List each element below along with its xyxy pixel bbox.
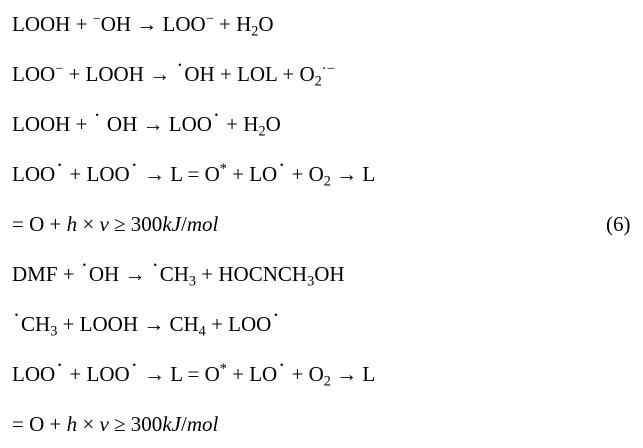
equation-term: v — [99, 412, 109, 436]
equation-term: + O — [286, 362, 324, 386]
equation-term: OH → — [88, 262, 151, 286]
equation-term: · — [212, 103, 220, 128]
equation-term: CH — [159, 262, 189, 286]
equation-term: − — [55, 61, 64, 78]
equation-term: · — [56, 153, 64, 178]
equation-line-6: DMF + ·OH → ·CH3 + HOCNCH3OH — [12, 255, 345, 289]
equation-term: + LO — [226, 362, 278, 386]
equation-line-2: LOO− + LOOH → ·OH + LOL + O2·− — [12, 55, 335, 89]
equation-term: OH → LOO — [101, 112, 212, 136]
equation-term: h — [66, 412, 78, 436]
equation-term: · — [130, 353, 138, 378]
equation-term: 2 — [251, 23, 259, 40]
equation-term: × — [77, 212, 100, 236]
equation-term: / — [180, 212, 187, 236]
equation-term: mol — [186, 412, 219, 436]
equation-term: · — [13, 303, 20, 328]
equation-term: · — [176, 53, 184, 78]
equation-term: = O + — [12, 412, 67, 436]
equation-term: − — [92, 11, 101, 28]
equation-term: + LOO — [205, 312, 272, 336]
equation-term: kJ — [162, 412, 181, 436]
equation-term: * — [219, 361, 227, 378]
equation-term: − — [205, 11, 214, 28]
equation-term: LOOH + — [12, 112, 93, 136]
equation-term: CH — [21, 312, 51, 336]
equation-term: DMF + — [12, 262, 80, 286]
equation-term: · — [130, 153, 138, 178]
equation-term: OH → LOO — [100, 12, 206, 36]
equation-term: 2 — [323, 373, 331, 390]
equation-term: ≥ 300 — [108, 412, 163, 436]
equation-term: 2 — [258, 123, 266, 140]
equation-term: · — [80, 253, 88, 278]
equation-term: kJ — [162, 212, 181, 236]
equation-term: + LOOH → CH — [57, 312, 199, 336]
equation-term: 4 — [198, 323, 206, 340]
equation-term: · — [272, 303, 280, 328]
equation-term: mol — [186, 212, 219, 236]
equation-term: 3 — [307, 273, 315, 290]
equation-term: LOO — [12, 162, 56, 186]
equation-term: O — [258, 12, 274, 36]
equation-term: + HOCNCH — [196, 262, 308, 286]
equation-term: LOO — [12, 62, 56, 86]
equation-term: / — [180, 412, 187, 436]
equation-term: 2 — [323, 173, 331, 190]
equation-term: h — [66, 212, 78, 236]
equation-term: 3 — [50, 323, 58, 340]
equation-term: LOOH + — [12, 12, 93, 36]
equation-term: · — [278, 353, 286, 378]
equation-term: O — [265, 112, 281, 136]
equation-term: OH + LOL + O — [184, 62, 315, 86]
equation-term: * — [219, 161, 227, 178]
equation-term: + LOOH → — [63, 62, 176, 86]
equation-term: ·− — [321, 61, 335, 78]
equation-term: LOO — [12, 362, 56, 386]
equation-term: · — [278, 153, 286, 178]
equation-term: 3 — [188, 273, 197, 290]
equation-term: + O — [286, 162, 324, 186]
equation-term: ≥ 300 — [108, 212, 163, 236]
equation-number: (6) — [606, 212, 631, 236]
equation-term: · — [56, 353, 64, 378]
equation-line-1: LOOH + −OH → LOO− + H2O — [12, 11, 274, 39]
equation-term: OH — [314, 262, 345, 286]
equation-term: 2 — [314, 73, 322, 90]
equation-line-8: LOO· + LOO· → L = O* + LO· + O2 → L — [12, 355, 376, 389]
equation-line-3: LOOH + · OH → LOO· + H2O — [12, 105, 281, 139]
equation-term: + LOO — [64, 362, 130, 386]
equation-term: + H — [220, 112, 259, 136]
equation-line-4: LOO· + LOO· → L = O* + LO· + O2 → L — [12, 155, 376, 189]
equation-term: → L = O — [138, 162, 220, 186]
equation-term: · — [93, 103, 101, 128]
equation-term: · — [151, 253, 159, 278]
equation-term: → L — [330, 362, 376, 386]
equation-term: v — [99, 212, 109, 236]
equation-term: = O + — [12, 212, 67, 236]
equation-line-7: ·CH3 + LOOH → CH4 + LOO· — [12, 305, 280, 339]
equation-line-5: = O + h × v ≥ 300kJ/mol — [12, 214, 218, 235]
equation-term: → L — [330, 162, 376, 186]
equation-term: + H — [213, 12, 252, 36]
equation-term: + LOO — [64, 162, 130, 186]
equation-term: + LO — [226, 162, 278, 186]
equation-term: → L = O — [138, 362, 220, 386]
equation-line-9: = O + h × v ≥ 300kJ/mol — [12, 414, 218, 435]
equation-term: × — [77, 412, 100, 436]
